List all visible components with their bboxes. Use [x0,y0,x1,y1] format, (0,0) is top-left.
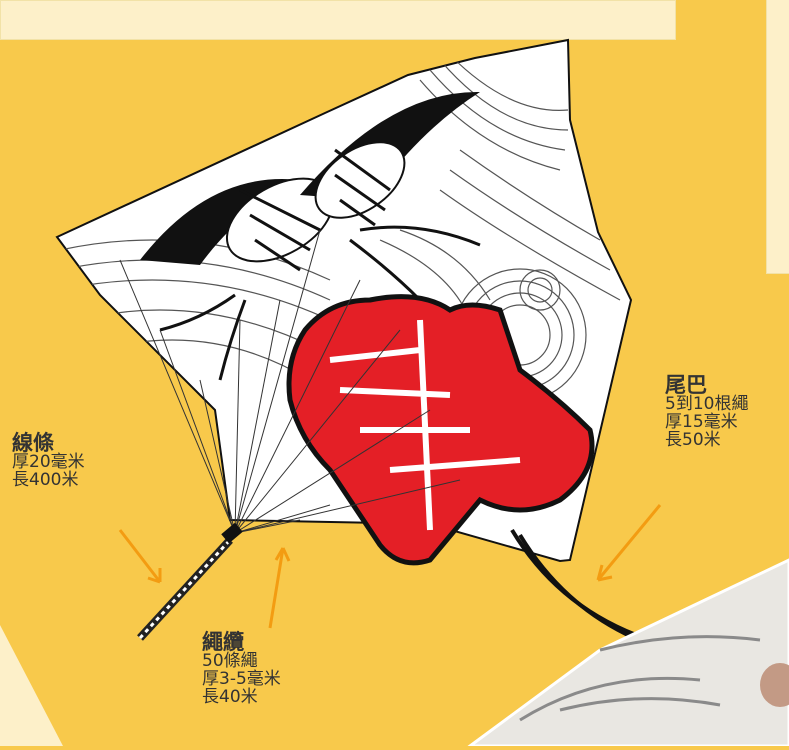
main-line [137,522,243,641]
tail-label-count: 5到10根繩 [665,394,749,415]
top-banner [0,0,676,40]
line-label-thickness: 厚20毫米 [12,452,85,473]
callout-arrows [118,504,662,629]
arrow-tail [596,504,662,581]
line-label-length: 長400米 [12,469,79,490]
rope-label-title: 繩纜 [202,630,244,654]
line-label: 線條 厚20毫米 長400米 [12,432,85,490]
tail-label-length: 長50米 [665,429,721,450]
arrow-line [118,529,162,583]
photo-fragment [467,558,789,746]
rope-label-count: 50條繩 [202,651,258,672]
rope-label-length: 長40米 [202,686,258,707]
red-character [286,294,595,566]
tail-label-thickness: 厚15毫米 [665,411,738,432]
arrow-rope [268,547,285,629]
right-info-box [766,0,789,274]
bridle-lines [119,229,461,534]
line-label-title: 線條 [12,431,54,455]
rope-label: 繩纜 50條繩 厚3-5毫米 長40米 [202,631,281,707]
swallows [140,91,481,381]
rope-label-thickness: 厚3-5毫米 [202,668,281,689]
tail-label: 尾巴 5到10根繩 厚15毫米 長50米 [665,374,748,450]
tail-label-title: 尾巴 [665,373,707,397]
